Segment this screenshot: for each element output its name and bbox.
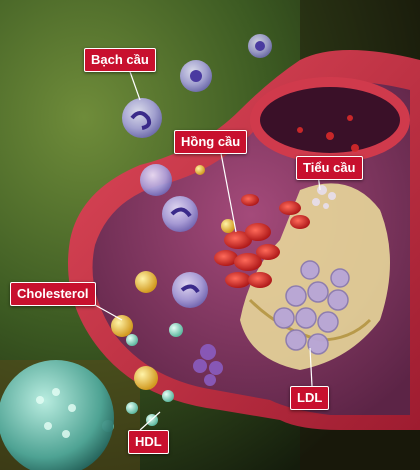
label-red-blood-cell: Hồng cầu	[174, 130, 248, 154]
label-white-blood-cell: Bạch cầu	[84, 48, 156, 72]
label-cholesterol: Cholesterol	[10, 282, 96, 306]
label-ldl: LDL	[290, 386, 330, 410]
label-platelet: Tiểu cầu	[296, 156, 363, 180]
label-hdl: HDL	[128, 430, 169, 454]
